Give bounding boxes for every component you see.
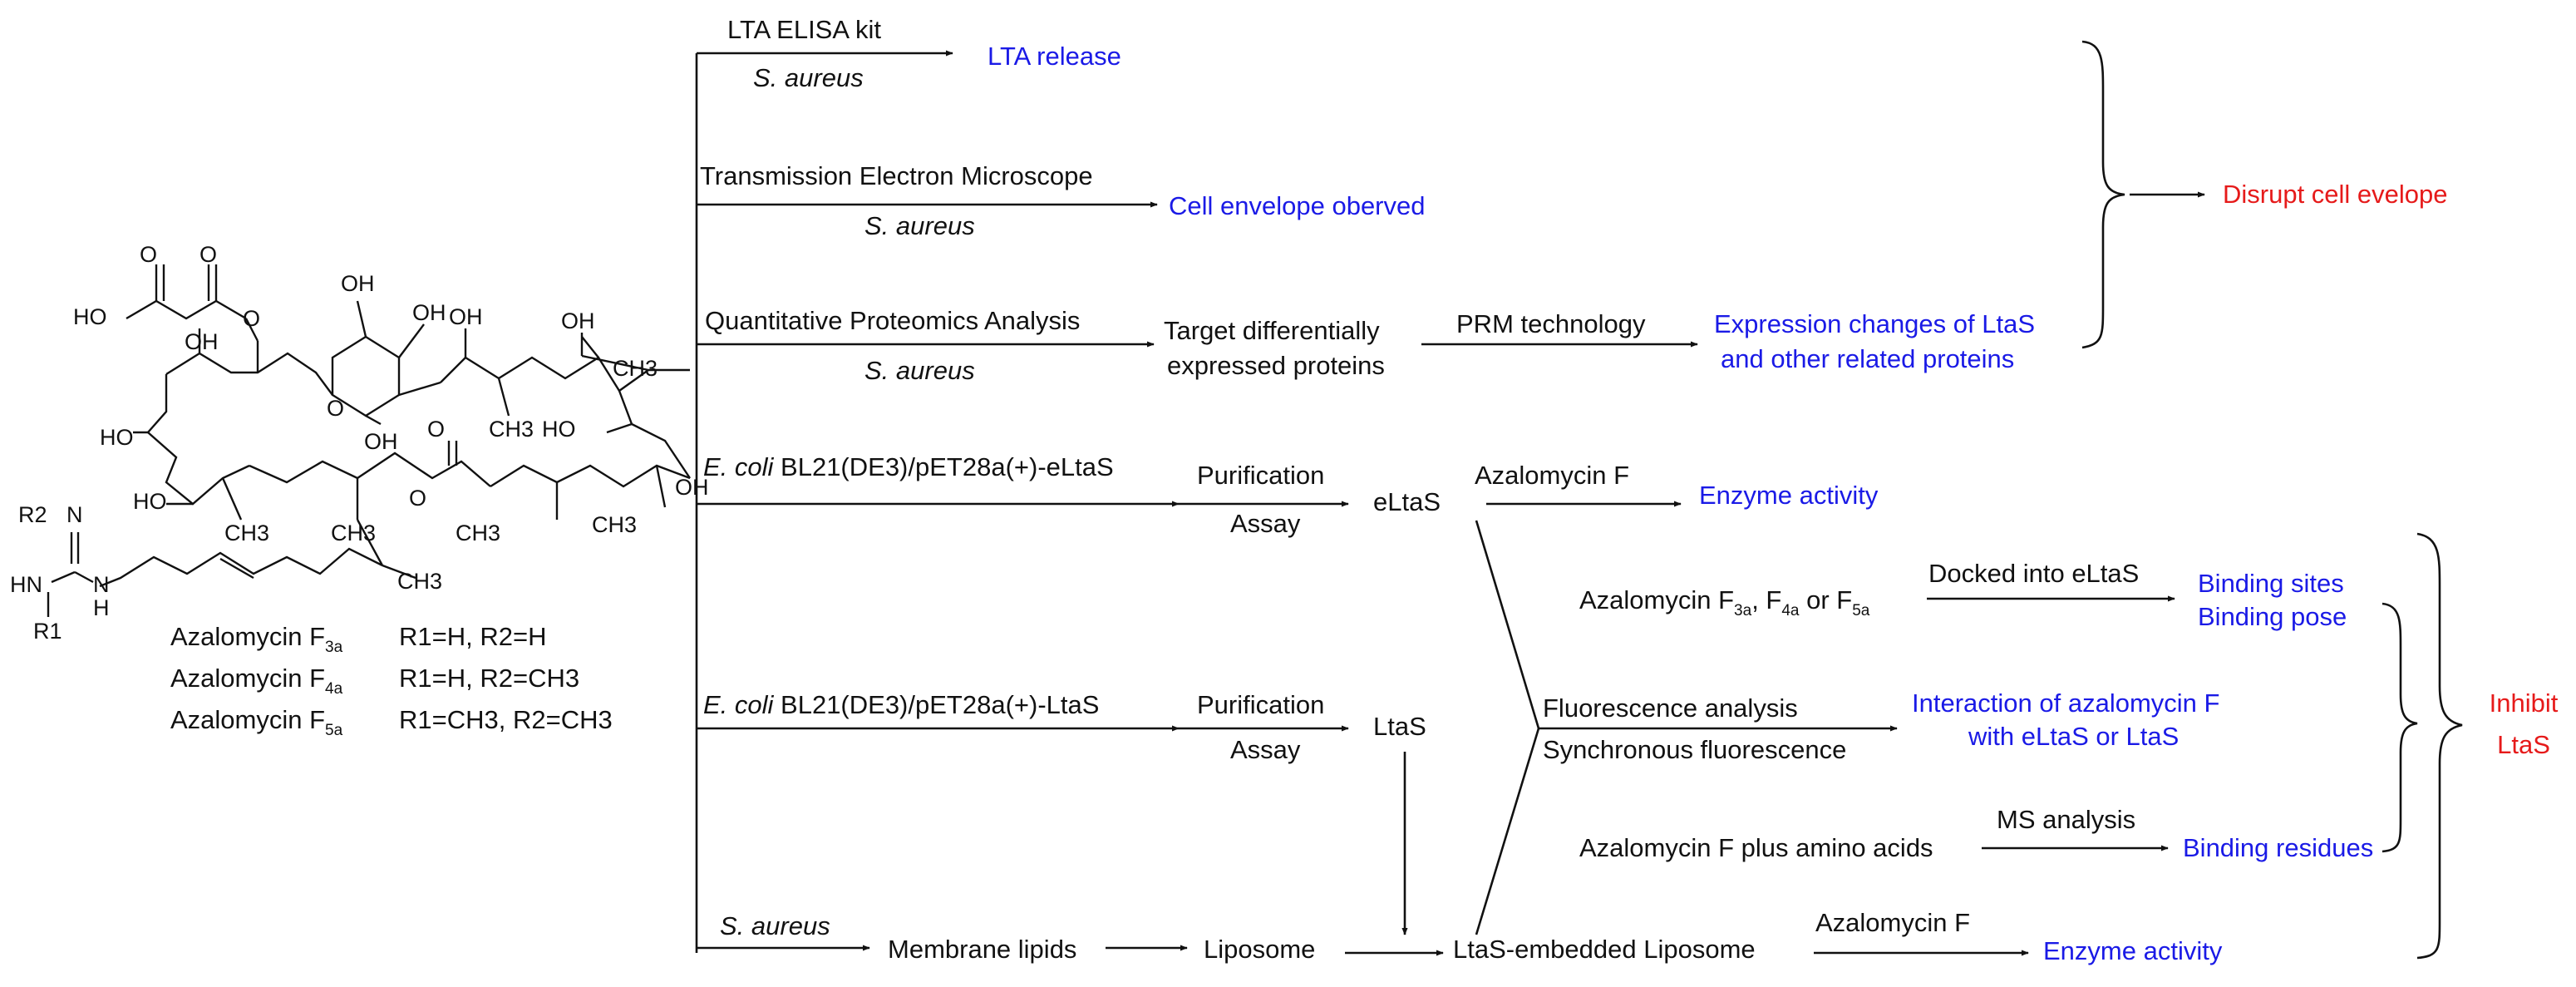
atom-label-o: O [140,242,157,267]
atom-label-n: N [93,572,110,597]
docking-method-label: Docked into eLtaS [1928,559,2139,588]
atom-labels: HO O O O OH HO HO OH OH O OH OH OH CH3 C… [10,242,709,644]
atom-label-h: H [93,595,110,620]
atom-label-hn: HN [10,572,42,597]
atom-label-oh: OH [412,300,446,325]
compound-name-f3a: Azalomycin F3a [170,622,343,656]
atom-label-ch3: CH3 [331,521,376,545]
docking-compounds-label: Azalomycin F3a, F4a or F5a [1579,585,1870,619]
interaction-result-line1: Interaction of azalomycin F [1912,688,2219,718]
conclusions: Disrupt cell evelope Inhibit LtaS [2223,180,2559,759]
malonyl-bonds [126,264,259,373]
macrolide-ring-bonds [133,328,691,521]
atom-label-ch3: CH3 [456,521,500,545]
compound-name-f5a: Azalomycin F5a [170,705,343,739]
fluorescence-label: Fluorescence analysis [1543,693,1798,723]
atom-label-ch3: CH3 [613,356,658,381]
atom-label-o: O [409,486,426,511]
compound-list: Azalomycin F3a R1=H, R2=H Azalomycin F4a… [170,622,613,739]
ltas-strain-label: E. coli BL21(DE3)/pET28a(+)-LtaS [703,690,1099,719]
proteomics-target-line1: Target differentially [1164,316,1380,345]
ltas-purification-label: Purification [1197,690,1324,719]
pathway-labels: LTA ELISA kit S. aureus LTA release Tran… [700,15,2373,965]
eltas-purification-label: Purification [1197,461,1324,490]
atom-label-ho: HO [542,417,576,442]
atom-label-oh: OH [185,329,219,354]
liposome-enzyme-activity: Enzyme activity [2043,936,2223,965]
brace-cell-envelope [2081,40,2125,349]
tem-method-label: Transmission Electron Microscope [700,161,1093,190]
membrane-lipids-label: Membrane lipids [888,935,1076,964]
brace-binding [2381,602,2418,853]
binding-pose-result: Binding pose [2198,602,2347,631]
inhibit-ltas-line1: Inhibit [2490,688,2559,718]
ms-analysis-label: MS analysis [1997,805,2135,834]
eltas-enzyme-activity: Enzyme activity [1699,481,1879,510]
ltas-assay-label: Assay [1230,735,1301,764]
braces [2081,40,2463,960]
tem-organism-label: S. aureus [864,211,975,240]
flow-connectors [695,50,2205,956]
lta-result: LTA release [988,42,1121,71]
compound-r-groups-f5a: R1=CH3, R2=CH3 [399,705,613,734]
ltas-label: LtaS [1373,712,1426,741]
proteomics-result-line1: Expression changes of LtaS [1714,309,2035,338]
liposome-azalomycin-label: Azalomycin F [1815,908,1970,937]
converge-line-bottom [1475,728,1540,935]
compound-name-f4a: Azalomycin F4a [170,664,343,698]
binding-sites-result: Binding sites [2198,569,2344,598]
atom-label-n: N [66,502,83,527]
atom-label-ch3: CH3 [397,569,442,594]
atom-label-oh: OH [561,308,595,333]
ltas-liposome-label: LtaS-embedded Liposome [1453,935,1756,964]
guanidine-side-chain-bonds [47,519,416,617]
eltas-assay-label: Assay [1230,509,1301,538]
lta-organism-label: S. aureus [753,63,864,92]
converge-line-top [1475,520,1540,729]
eltas-strain-label: E. coli BL21(DE3)/pET28a(+)-eLtaS [703,452,1114,481]
proteomics-target-line2: expressed proteins [1167,351,1385,380]
atom-label-ho: HO [73,304,107,329]
proteomics-organism-label: S. aureus [864,356,975,385]
proteomics-method-label: Quantitative Proteomics Analysis [705,306,1080,335]
atom-label-ho: HO [100,425,134,450]
pyran-ring-bonds [331,300,441,426]
atom-label-ch3: CH3 [224,521,269,545]
binding-residues-result: Binding residues [2183,833,2373,862]
atom-label-ch3: CH3 [489,417,534,442]
compound-r-groups-f3a: R1=H, R2=H [399,622,546,651]
membrane-organism-label: S. aureus [720,911,830,940]
disrupt-cell-envelope-conclusion: Disrupt cell evelope [2223,180,2448,209]
prm-label: PRM technology [1456,309,1646,338]
compound-r-groups-f4a: R1=H, R2=CH3 [399,664,579,693]
atom-label-o: O [243,306,260,331]
upper-chain-bonds [440,328,649,417]
liposome-label: Liposome [1204,935,1315,964]
atom-label-ho: HO [133,489,167,514]
atom-label-oh: OH [364,429,398,454]
amino-acids-label: Azalomycin F plus amino acids [1579,833,1933,862]
chemical-structure: HO O O O OH HO HO OH OH O OH OH OH CH3 C… [10,242,709,739]
atom-label-o: O [199,242,217,267]
atom-label-oh: OH [675,475,709,500]
atom-label-r1: R1 [33,619,62,644]
brace-inhibit-ltas [2416,532,2463,960]
eltas-azalomycin-label: Azalomycin F [1475,461,1629,490]
inhibit-ltas-line2: LtaS [2497,730,2550,759]
atom-label-oh: OH [341,271,375,296]
atom-label-ch3: CH3 [592,512,637,537]
atom-label-o: O [427,417,445,442]
atom-label-o: O [327,396,344,421]
eltas-label: eLtaS [1373,487,1441,516]
tem-result: Cell envelope oberved [1169,191,1426,220]
lta-method-label: LTA ELISA kit [727,15,881,44]
interaction-result-line2: with eLtaS or LtaS [1968,722,2179,751]
sync-fluorescence-label: Synchronous fluorescence [1543,735,1846,764]
atom-label-r2: R2 [18,502,47,527]
atom-label-oh: OH [449,304,483,329]
proteomics-result-line2: and other related proteins [1721,344,2014,373]
